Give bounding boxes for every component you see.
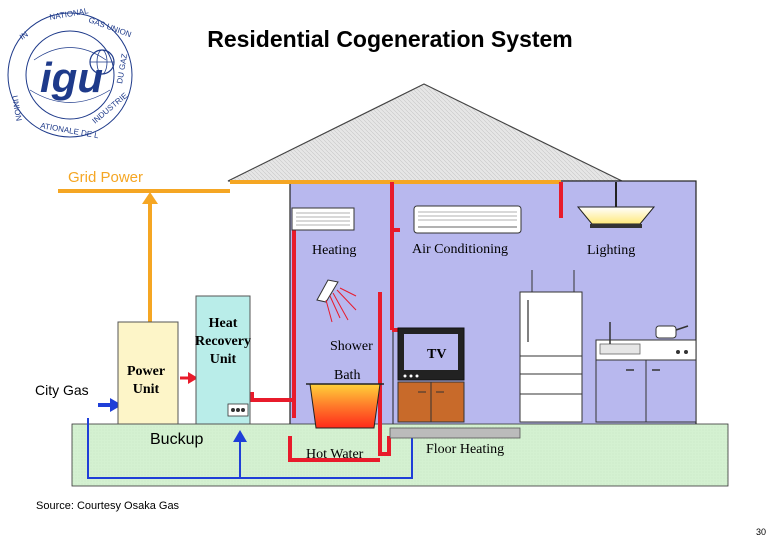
- hot-supply-lines: [250, 182, 563, 462]
- lighting-label: Lighting: [587, 243, 635, 258]
- city-gas-label: City Gas: [35, 382, 89, 398]
- source-note: Source: Courtesy Osaka Gas: [36, 500, 180, 512]
- tv-icon: [397, 327, 465, 423]
- heat-recovery-label: Unit: [210, 352, 237, 367]
- arrow-up-icon: [233, 430, 247, 442]
- kitchen-counter-icon: [595, 322, 697, 423]
- arrow-right-icon: [188, 372, 198, 384]
- svg-text:DU GAZ: DU GAZ: [115, 53, 129, 84]
- cold-water-lines: [87, 418, 413, 479]
- floor-heating-panel: [389, 427, 521, 439]
- shower-head-icon: [316, 279, 357, 323]
- shower-label: Shower: [330, 339, 373, 354]
- page-title: Residential Cogeneration System: [207, 26, 573, 52]
- heat-recovery-unit: [195, 295, 251, 425]
- svg-text:GAS UNION: GAS UNION: [87, 15, 132, 39]
- heat-recovery-label: Heat: [209, 316, 238, 331]
- heat-recovery-label: Recovery: [195, 334, 251, 349]
- air-conditioner-icon: [413, 205, 522, 234]
- svg-text:igu: igu: [40, 54, 103, 101]
- heater-icon: [291, 207, 355, 231]
- power-unit: [117, 321, 179, 425]
- page-number: 30: [756, 527, 767, 537]
- power-unit-label: Power: [127, 364, 165, 379]
- arrow-right-icon: [110, 398, 122, 412]
- power-unit-label: Unit: [133, 382, 160, 397]
- heating-label: Heating: [312, 243, 356, 258]
- tv-label: TV: [427, 347, 446, 362]
- bath-label: Bath: [334, 368, 360, 383]
- backup-label: Buckup: [150, 431, 203, 448]
- house-roof: [227, 83, 623, 182]
- arrow-up-icon: [142, 192, 158, 204]
- hot-water-label: Hot Water: [306, 447, 364, 462]
- svg-text:IN: IN: [18, 30, 30, 42]
- grid-power-label: Grid Power: [68, 169, 143, 186]
- lamp-icon: [576, 182, 656, 228]
- control-panel-icon: [227, 403, 249, 417]
- svg-text:UNION: UNION: [10, 95, 23, 122]
- bathtub-icon: [306, 383, 384, 429]
- floor-heating-label: Floor Heating: [426, 442, 504, 457]
- air-conditioning-label: Air Conditioning: [412, 242, 508, 257]
- svg-text:NATIONAL: NATIONAL: [49, 6, 90, 22]
- refrigerator-icon: [519, 270, 583, 423]
- igu-logo: igu IN NATIONAL GAS UNION UNION ATIONALE…: [7, 6, 133, 140]
